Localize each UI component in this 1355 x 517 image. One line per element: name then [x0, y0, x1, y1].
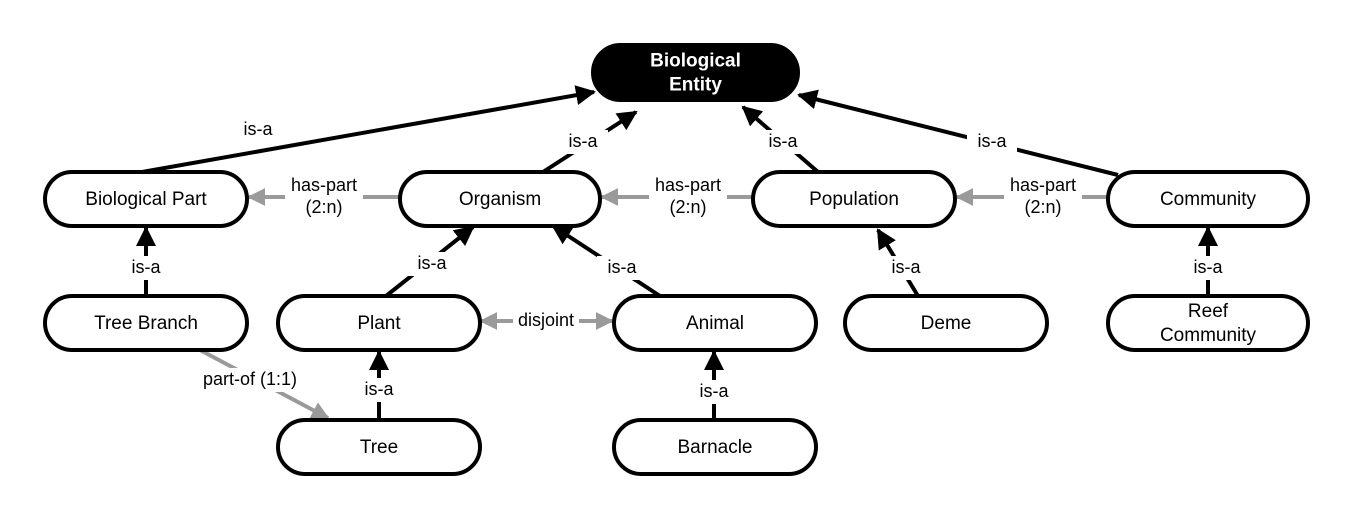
- node-label: Entity: [669, 75, 722, 96]
- edge-label-background: [967, 130, 1017, 154]
- node-label: Biological Part: [85, 189, 207, 210]
- node-shape: [398, 170, 602, 228]
- edge-label-background: [1183, 256, 1233, 280]
- node-shape: [276, 294, 482, 352]
- edge-label-reef-isa: is-a: [1183, 256, 1233, 280]
- edge-label-organism-haspart: has-part(2:n): [285, 174, 363, 220]
- edge-label-text: (2:n): [1024, 197, 1061, 217]
- edge-label-population-isa: is-a: [758, 130, 808, 154]
- node-community: Community: [1106, 170, 1310, 228]
- edge-label-background: [407, 252, 457, 276]
- edge-label-plant-isa: is-a: [407, 252, 457, 276]
- edge-part-isa: [141, 85, 596, 174]
- edge-label-community-isa: is-a: [967, 130, 1017, 154]
- node-label: Reef: [1188, 301, 1229, 322]
- node-label: Community: [1160, 325, 1257, 346]
- edge-label-text: is-a: [1193, 257, 1223, 277]
- edge-label-community-haspart: has-part(2:n): [1004, 174, 1082, 220]
- edge-label-background: [649, 174, 727, 220]
- node-label: Plant: [357, 313, 401, 334]
- edge-label-background: [121, 256, 171, 280]
- edge-label-text: is-a: [243, 119, 273, 139]
- node-shape: [591, 43, 800, 102]
- edge-label-background: [1004, 174, 1082, 220]
- node-tree-branch: Tree Branch: [43, 294, 249, 352]
- edge-label-background: [354, 378, 404, 402]
- node-population: Population: [751, 170, 957, 228]
- node-organism: Organism: [398, 170, 602, 228]
- node-label: Population: [809, 189, 899, 210]
- node-label: Tree Branch: [94, 313, 198, 334]
- node-label: Community: [1160, 189, 1257, 210]
- edge-label-branch-isa: is-a: [121, 256, 171, 280]
- node-shape: [43, 170, 249, 228]
- node-shape: [276, 418, 482, 476]
- edge-label-part-isa: is-a: [232, 118, 284, 142]
- node-shape: [43, 294, 249, 352]
- edge-label-organism-isa: is-a: [558, 130, 608, 154]
- node-plant: Plant: [276, 294, 482, 352]
- node-shape: [612, 418, 818, 476]
- edge-label-text: (2:n): [669, 197, 706, 217]
- edge-label-text: has-part: [655, 175, 721, 195]
- edge-label-text: is-a: [607, 257, 637, 277]
- node-shape: [751, 170, 957, 228]
- edge-label-text: has-part: [291, 175, 357, 195]
- node-shape: [1106, 294, 1310, 352]
- edge-label-plant-animal-disjoint: disjoint: [513, 309, 579, 333]
- node-label: Organism: [459, 189, 541, 210]
- edge-label-text: has-part: [1010, 175, 1076, 195]
- edge-label-background: [758, 130, 808, 154]
- edge-label-text: is-a: [977, 131, 1007, 151]
- edge-label-background: [232, 118, 284, 142]
- edge-community-isa: [797, 89, 1119, 177]
- edge-label-deme-isa: is-a: [881, 256, 931, 280]
- edge-label-text: (2:n): [305, 197, 342, 217]
- node-label: Biological: [650, 51, 741, 72]
- edge-label-background: [194, 368, 306, 392]
- edge-label-text: is-a: [131, 257, 161, 277]
- edge-label-text: is-a: [699, 381, 729, 401]
- node-label: Animal: [686, 313, 744, 334]
- edge-label-background: [881, 256, 931, 280]
- edge-label-text: is-a: [568, 131, 598, 151]
- edge-label-text: is-a: [364, 379, 394, 399]
- node-label: Tree: [360, 437, 398, 458]
- edge-label-barnacle-isa: is-a: [689, 380, 739, 404]
- edge-label-text: disjoint: [518, 310, 574, 330]
- edge-label-text: is-a: [768, 131, 798, 151]
- edge-label-background: [513, 309, 579, 333]
- edge-label-background: [597, 256, 647, 280]
- edge-label-background: [689, 380, 739, 404]
- node-shape: [843, 294, 1049, 352]
- edge-label-tree-isa: is-a: [354, 378, 404, 402]
- node-label: Barnacle: [678, 437, 753, 458]
- edge-label-text: is-a: [891, 257, 921, 277]
- node-tree: Tree: [276, 418, 482, 476]
- node-deme: Deme: [843, 294, 1049, 352]
- node-shape: [1106, 170, 1310, 228]
- edge-label-branch-partof: part-of (1:1): [194, 368, 306, 392]
- node-shape: [612, 294, 818, 352]
- edge-label-population-haspart: has-part(2:n): [649, 174, 727, 220]
- node-biological-part: Biological Part: [43, 170, 249, 228]
- edge-label-background: [558, 130, 608, 154]
- edge-label-background: [285, 174, 363, 220]
- edge-label-animal-isa: is-a: [597, 256, 647, 280]
- node-animal: Animal: [612, 294, 818, 352]
- node-barnacle: Barnacle: [612, 418, 818, 476]
- edge-label-text: is-a: [417, 253, 447, 273]
- edge-label-text: part-of (1:1): [203, 369, 297, 389]
- node-label: Deme: [921, 313, 972, 334]
